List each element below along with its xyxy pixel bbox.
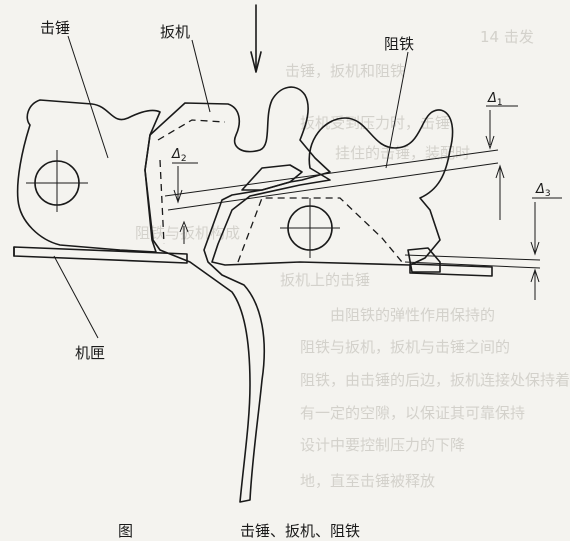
tolerance-lines [164,149,541,269]
figure-caption: 击锤、扳机、阻铁 [240,522,360,540]
bleed-line: 阻铁与扳机，扳机与击锤之间的 [300,338,510,356]
sear-part [211,109,454,273]
label-sear: 阻铁 [384,35,414,53]
bleed-line: 由阻铁的弹性作用保持的 [330,306,495,324]
label-receiver: 机匣 [75,344,105,362]
label-delta-1: Δ1 [487,91,503,108]
background-bleed-text: 14 击发 击锤，扳机和阻铁 扳机受到压力时，击锤 挂住的击锤，装配时 阻铁与扳… [135,28,570,490]
label-trigger: 扳机 [160,23,190,41]
figure-caption-prefix: 图 [118,522,133,540]
label-delta-3: Δ3 [535,182,551,199]
bleed-line: 有一定的空隙，以保证其可靠保持 [300,404,525,422]
bleed-line: 阻铁与扳机构成 [135,224,240,242]
gap-d2-arrows [172,162,198,244]
bleed-line: 击锤，扳机和阻铁 [285,62,405,80]
leader-lines [53,35,409,339]
bleed-line: 阻铁，由击锤的后边，扳机连接处保持着的 [300,371,570,389]
label-hammer: 击锤 [40,19,70,37]
bleed-line: 设计中要控制压力的下降 [300,436,465,454]
bleed-line: 地，直至击锤被释放 [300,472,435,490]
force-arrow [250,4,262,73]
gap-d1-arrows [485,105,518,220]
bleed-line: 挂住的击锤，装配时 [335,144,470,162]
trigger-part [144,86,331,503]
gap-d3-arrows [530,197,562,300]
bleed-line: 14 击发 [480,28,534,46]
hammer-part [16,99,161,253]
label-delta-2: Δ2 [171,147,187,164]
receiver-rail [13,246,493,277]
bleed-line: 扳机上的击锤 [280,271,370,289]
